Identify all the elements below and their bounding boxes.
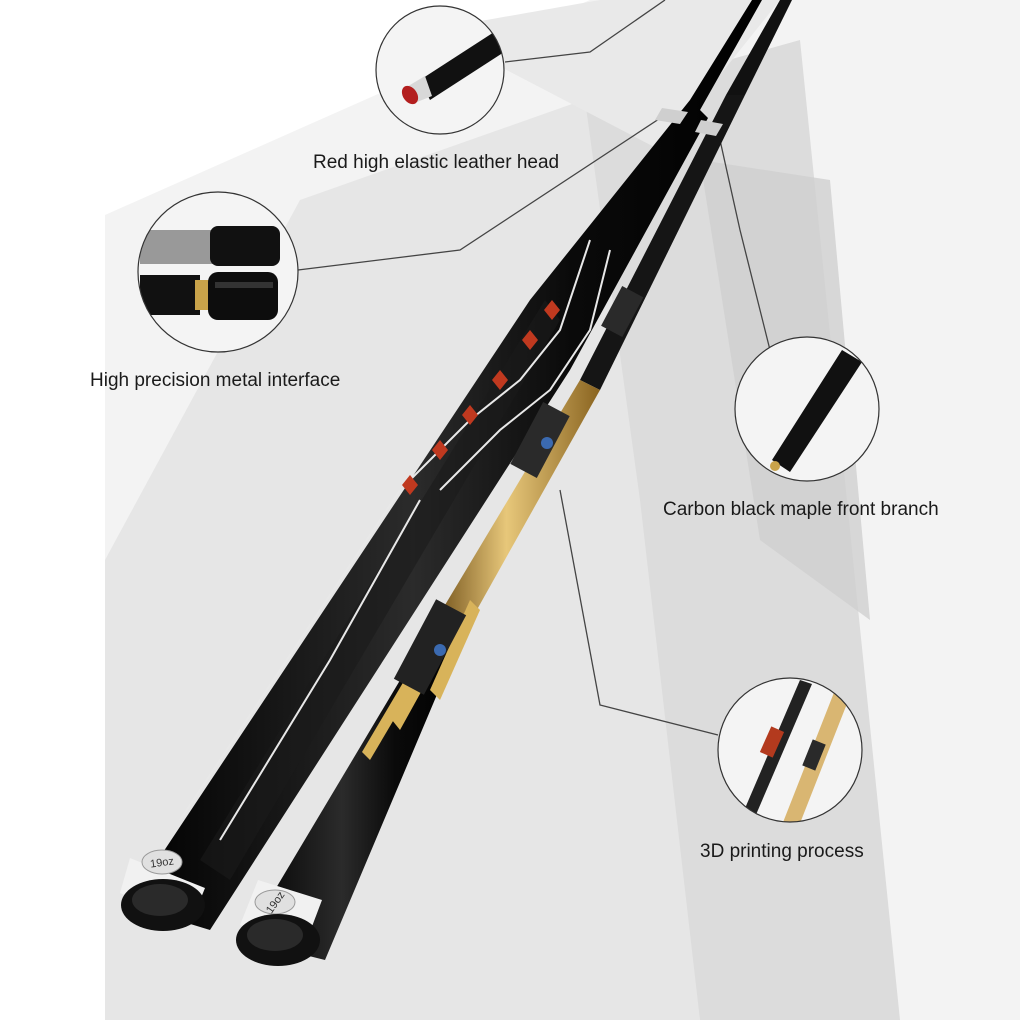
label-front-branch: Carbon black maple front branch: [663, 499, 939, 520]
label-metal-interface: High precision metal interface: [90, 370, 341, 391]
label-3d-printing: 3D printing process: [700, 841, 864, 862]
leader-lines: [297, 0, 771, 736]
detail-metal-interface: [137, 191, 299, 353]
detail-leather-head: [375, 5, 505, 135]
cue-left: 19oz: [120, 0, 762, 931]
detail-3d-printing: [717, 677, 863, 823]
detail-front-branch: [734, 336, 880, 482]
weight-label-left: 19oz: [149, 855, 174, 870]
cue-right: 19oz: [236, 0, 792, 966]
label-leather-head: Red high elastic leather head: [313, 152, 560, 173]
